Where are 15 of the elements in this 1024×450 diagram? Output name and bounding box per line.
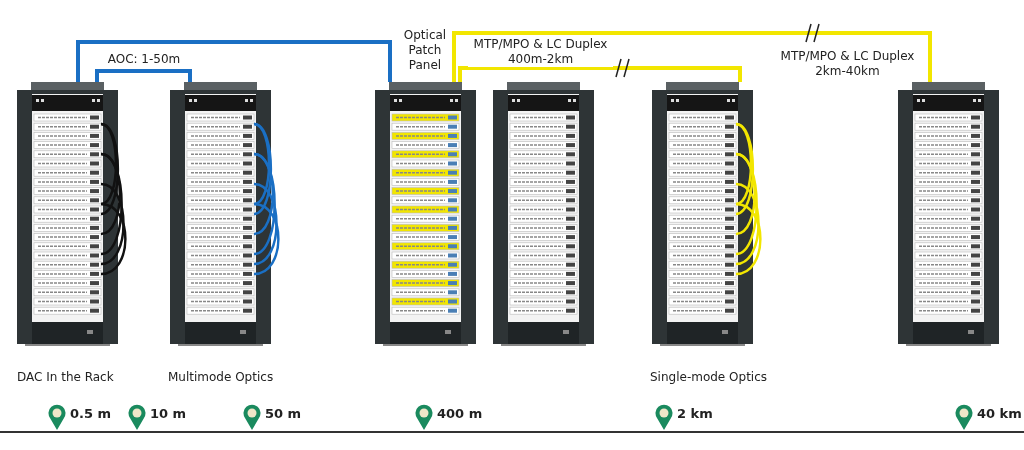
distance-label: 40 km — [977, 406, 1022, 421]
rack-caption: Optical Patch Panel — [402, 28, 448, 73]
distance-label: 0.5 m — [70, 406, 112, 421]
cable — [95, 69, 192, 82]
distance-label: 10 m — [150, 406, 187, 421]
rack-caption: Multimode Optics — [168, 370, 274, 384]
edge-label: MTP/MPO & LC Duplex 400m-2km — [468, 37, 613, 67]
cable — [452, 31, 932, 82]
distance-label: 2 km — [677, 406, 713, 421]
distance-label: 400 m — [437, 406, 483, 421]
cable — [458, 66, 742, 82]
distance-label: 50 m — [265, 406, 302, 421]
rack-caption: Single-mode Optics — [650, 370, 768, 384]
rack-caption: DAC In the Rack — [17, 370, 114, 384]
cable — [76, 40, 392, 82]
